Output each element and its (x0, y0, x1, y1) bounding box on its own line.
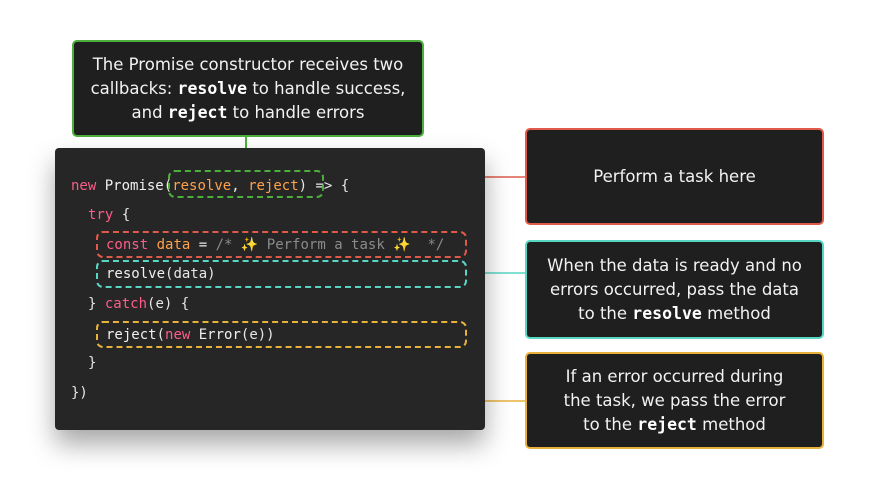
try-keyword: try (88, 207, 114, 223)
new-keyword: new (71, 178, 97, 194)
paren: ( (163, 178, 173, 194)
reject-highlight (96, 321, 467, 348)
code-line-4: resolve(data) (106, 265, 216, 283)
text-span: to the (578, 303, 633, 323)
args: (e)) (240, 327, 275, 343)
resolve-param: resolve (172, 178, 232, 194)
code-line-1: new Promise(resolve, reject) => { (71, 177, 349, 195)
resolve-keyword: resolve (632, 303, 702, 323)
resolve-callout-line1: When the data is ready and no (547, 255, 802, 275)
reject-callout: If an error occurred during the task, we… (525, 352, 824, 449)
text-span: to the (583, 414, 638, 434)
text-span: and (131, 102, 168, 122)
resolve-keyword: resolve (177, 78, 248, 98)
resolve-callout-line2: errors occurred, pass the data (549, 279, 799, 299)
brace: }) (71, 385, 88, 401)
paren: ( (156, 327, 166, 343)
sparkle-icon: ✨ (393, 237, 411, 253)
constructor-callout-line1: The Promise constructor receives two (92, 54, 404, 74)
sparkle-icon: ✨ (240, 237, 259, 253)
args: (e) { (147, 296, 190, 312)
resolve-callout-line3: to the resolve method (547, 302, 802, 326)
reject-param: reject (248, 178, 299, 194)
reject-call: reject (106, 327, 157, 343)
equals: = (190, 237, 216, 253)
text-span: method (696, 414, 766, 434)
reject-keyword: reject (637, 414, 697, 434)
reject-callout-line1: If an error occurred during (565, 366, 784, 386)
code-line-5: } catch(e) { (88, 295, 189, 313)
new-keyword: new (165, 327, 191, 343)
text-span: callbacks: (90, 78, 178, 98)
constructor-callout-line2: callbacks: resolve to handle success, (91, 77, 406, 101)
code-line-3: const data = /* ✨ Perform a task ✨ */ (106, 236, 444, 254)
catch-keyword: catch (104, 296, 148, 312)
task-callout-text: Perform a task here (593, 166, 756, 186)
code-line-7: } (88, 354, 96, 372)
task-callout: Perform a task here (525, 128, 824, 225)
reject-callout-line2: the task, we pass the error (563, 390, 786, 410)
constructor-callout-line3: and reject to handle errors (91, 101, 406, 125)
resolve-highlight (96, 260, 467, 288)
paren: ) (298, 178, 308, 194)
promise-class: Promise (104, 178, 164, 194)
text-span: to handle errors (227, 102, 365, 122)
const-keyword: const (106, 237, 149, 253)
text-span: method (701, 303, 771, 323)
reject-keyword: reject (167, 102, 228, 122)
code-line-2: try { (88, 206, 130, 224)
task-highlight (96, 231, 467, 258)
resolve-call: resolve (106, 266, 166, 282)
text-span: to handle success, (247, 78, 406, 98)
comma: , (231, 178, 249, 194)
args: (data) (165, 266, 216, 282)
error-class: Error (190, 327, 241, 343)
params-highlight (168, 170, 324, 198)
data-variable: data (156, 237, 191, 253)
brace: } (88, 296, 105, 312)
comment-text: Perform a task (258, 237, 394, 253)
code-line-6: reject(new Error(e)) (106, 326, 275, 344)
constructor-callout: The Promise constructor receives two cal… (72, 40, 424, 137)
code-card (55, 148, 485, 430)
resolve-callout: When the data is ready and no errors occ… (525, 240, 824, 339)
code-line-8: }) (71, 384, 88, 402)
brace: } (88, 355, 97, 371)
comment-open: /* (215, 237, 241, 253)
comment-close: */ (410, 237, 445, 253)
reject-callout-line3: to the reject method (564, 413, 786, 437)
brace: { (113, 207, 131, 223)
